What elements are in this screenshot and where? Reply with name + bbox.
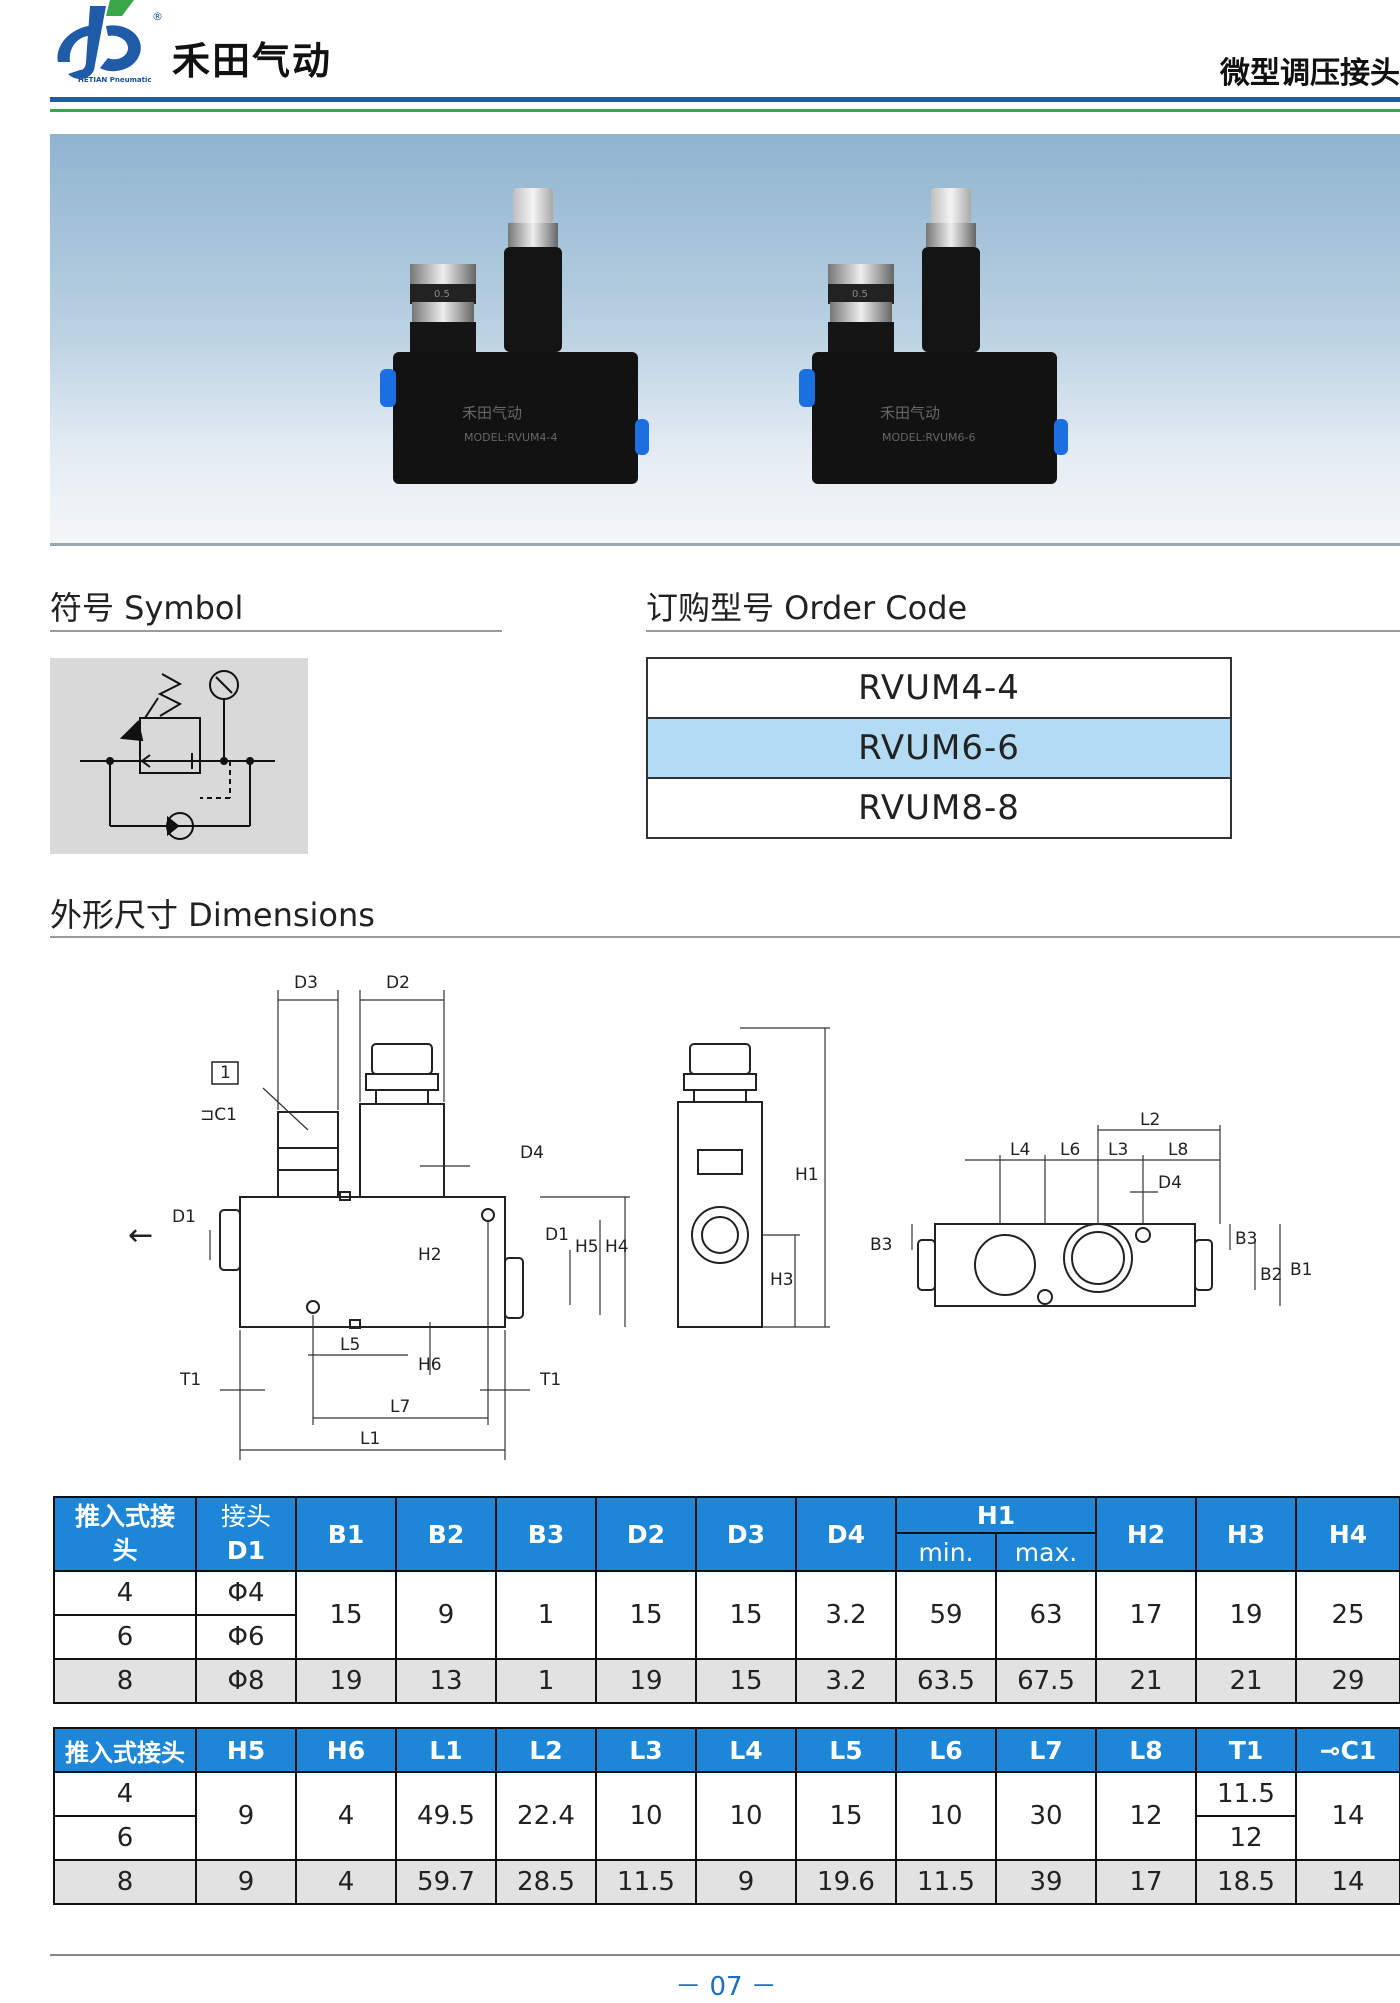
- header-l5: L5: [795, 1727, 897, 1773]
- svg-text:L4: L4: [1010, 1140, 1030, 1160]
- header-h6: H6: [295, 1727, 397, 1773]
- header-h3: H3: [1195, 1496, 1298, 1572]
- registered-mark: ®: [152, 10, 163, 23]
- header-b3: B3: [495, 1496, 597, 1572]
- header-l3: L3: [595, 1727, 697, 1773]
- svg-text:L2: L2: [1140, 1110, 1160, 1130]
- product-1-brand: 禾田气动: [462, 404, 522, 422]
- product-2-gauge: 0.5: [852, 289, 868, 300]
- product-2-model: MODEL:RVUM6-6: [882, 431, 975, 444]
- order-code-row: RVUM4-4: [646, 657, 1232, 719]
- header-h5: H5: [195, 1727, 297, 1773]
- header-l2: L2: [495, 1727, 597, 1773]
- svg-text:H5: H5: [575, 1237, 599, 1257]
- svg-text:H3: H3: [770, 1270, 794, 1290]
- svg-text:D4: D4: [520, 1143, 544, 1163]
- header-b2: B2: [395, 1496, 497, 1572]
- order-code-table: RVUM4-4 RVUM6-6 RVUM8-8: [646, 657, 1232, 839]
- product-1-gauge: 0.5: [434, 289, 450, 300]
- svg-text:B3: B3: [870, 1235, 892, 1255]
- svg-text:H2: H2: [418, 1245, 442, 1265]
- header-t1: T1: [1195, 1727, 1297, 1773]
- svg-text:⊐C1: ⊐C1: [200, 1105, 237, 1125]
- product-2-brand: 禾田气动: [880, 404, 940, 422]
- svg-text:D1: D1: [545, 1225, 569, 1245]
- regulator-symbol-icon: [80, 670, 275, 840]
- header-h1-max: max.: [994, 1532, 1098, 1572]
- dimensions-title: 外形尺寸 Dimensions: [50, 896, 375, 934]
- svg-text:D1: D1: [172, 1207, 196, 1227]
- header-d2: D2: [595, 1496, 697, 1572]
- svg-text:L8: L8: [1168, 1140, 1188, 1160]
- svg-text:L3: L3: [1108, 1140, 1128, 1160]
- dimensions-rule: [50, 936, 1400, 938]
- order-code-row-highlighted: RVUM6-6: [646, 717, 1232, 779]
- product-rvum6-6: 禾田气动 MODEL:RVUM6-6 0.5: [799, 188, 1068, 484]
- pneumatic-symbol: [50, 658, 308, 854]
- header-h4: H4: [1295, 1496, 1400, 1572]
- svg-text:L1: L1: [360, 1429, 380, 1449]
- svg-text:D3: D3: [294, 973, 318, 993]
- product-illustration: 禾田气动 MODEL:RVUM4-4 0.5 禾田气动 MODEL:RVUM6-…: [380, 188, 1068, 484]
- svg-text:1: 1: [220, 1063, 231, 1083]
- header-h1: H1: [894, 1496, 1098, 1534]
- header-d3: D3: [695, 1496, 797, 1572]
- svg-text:B3: B3: [1235, 1229, 1257, 1249]
- order-code-title: 订购型号 Order Code: [646, 589, 968, 627]
- svg-text:H1: H1: [795, 1165, 819, 1185]
- footer-rule: [50, 1954, 1400, 1956]
- header-h1-min: min.: [895, 1532, 997, 1572]
- spec-table-2: 推入式接头 H5 H6 L1 L2 L3 L4 L5 L6 L7 L8 T1 ⊸…: [53, 1727, 1400, 1905]
- header-l7: L7: [995, 1727, 1097, 1773]
- order-code-rule: [646, 630, 1400, 632]
- svg-text:L6: L6: [1060, 1140, 1080, 1160]
- symbol-rule: [50, 630, 502, 632]
- page-heading: 微型调压接头: [1220, 56, 1400, 91]
- symbol-title: 符号 Symbol: [50, 589, 244, 627]
- header-b1: B1: [295, 1496, 397, 1572]
- svg-text:H6: H6: [418, 1355, 442, 1375]
- svg-text:T1: T1: [179, 1370, 201, 1390]
- product-rvum4-4: 禾田气动 MODEL:RVUM4-4 0.5: [380, 188, 649, 484]
- header-h2: H2: [1095, 1496, 1198, 1572]
- brand-subtitle: HETIAN Pneumatic: [78, 76, 152, 84]
- svg-text:T1: T1: [539, 1370, 561, 1390]
- product-photo: 禾田气动 MODEL:RVUM4-4 0.5 禾田气动 MODEL:RVUM6-…: [50, 134, 1400, 546]
- page-number: － 07 －: [675, 1972, 777, 2002]
- header-d4: D4: [795, 1496, 897, 1572]
- header-l8: L8: [1095, 1727, 1197, 1773]
- svg-text:←: ←: [128, 1218, 153, 1253]
- dimension-labels: D3 D2 D4 1 ⊐C1 ← D1 H2 D1 H5 H4 L5 H6 T1…: [128, 973, 1312, 1449]
- brand-name: 禾田气动: [172, 39, 333, 83]
- svg-text:L7: L7: [390, 1397, 410, 1417]
- svg-text:D4: D4: [1158, 1173, 1182, 1193]
- header-push-in-fitting: 推入式接头: [53, 1496, 197, 1572]
- svg-text:D2: D2: [386, 973, 410, 993]
- header-push-in-fitting: 推入式接头: [53, 1727, 197, 1773]
- header-rule-green: [50, 109, 1400, 112]
- product-1-model: MODEL:RVUM4-4: [464, 431, 557, 444]
- dimension-drawing: D3 D2 D4 1 ⊐C1 ← D1 H2 D1 H5 H4 L5 H6 T1…: [128, 973, 1312, 1460]
- svg-text:L5: L5: [340, 1335, 360, 1355]
- order-code-row: RVUM8-8: [646, 777, 1232, 839]
- svg-text:B1: B1: [1290, 1260, 1312, 1280]
- header-l6: L6: [895, 1727, 997, 1773]
- hetian-logo-icon: [57, 0, 141, 79]
- header-wrench-c1: ⊸C1: [1295, 1727, 1400, 1773]
- table-row: 6 12: [53, 1815, 1400, 1861]
- header-l4: L4: [695, 1727, 797, 1773]
- header-rule-blue: [50, 97, 1400, 102]
- header-l1: L1: [395, 1727, 497, 1773]
- svg-text:H4: H4: [605, 1237, 629, 1257]
- svg-text:B2: B2: [1260, 1265, 1282, 1285]
